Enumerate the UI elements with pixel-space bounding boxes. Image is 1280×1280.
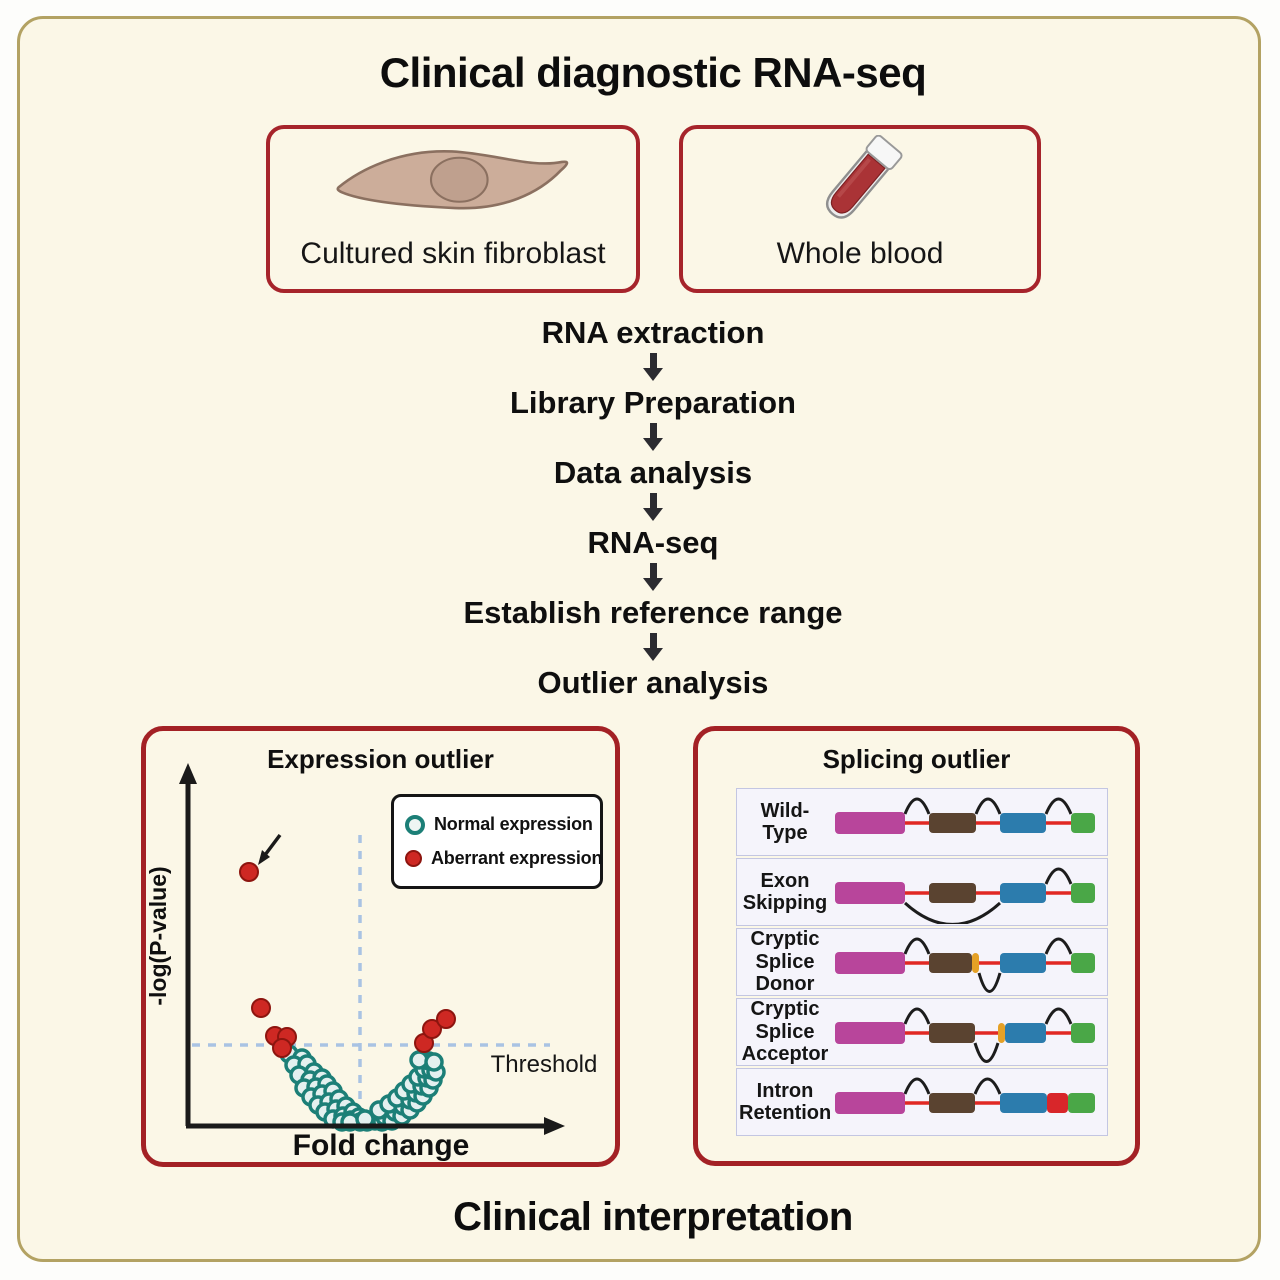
fibroblast-icon bbox=[336, 150, 569, 210]
exon-blue bbox=[1000, 883, 1046, 903]
exon-blue bbox=[1000, 953, 1046, 973]
outlier-annotation-arrow bbox=[263, 833, 282, 857]
exon-red bbox=[1047, 1093, 1068, 1113]
exon-magenta bbox=[835, 1022, 905, 1044]
gene-structure-wild-type bbox=[835, 797, 1095, 834]
exon-blue bbox=[1000, 1093, 1047, 1113]
workflow-step: RNA extraction bbox=[541, 315, 765, 350]
aberrant-point bbox=[251, 998, 271, 1018]
blood-tube-icon bbox=[825, 135, 903, 219]
legend-item: Normal expression bbox=[405, 814, 600, 835]
exon-brown bbox=[929, 1023, 975, 1043]
exon-green bbox=[1071, 953, 1095, 973]
threshold-label: Threshold bbox=[491, 1051, 598, 1078]
legend-item: Aberrant expression bbox=[405, 848, 603, 869]
exon-magenta bbox=[835, 952, 905, 974]
expression-panel-title: Expression outlier bbox=[267, 744, 494, 774]
splicing-panel-title: Splicing outlier bbox=[822, 744, 1011, 774]
workflow-step: Establish reference range bbox=[463, 595, 843, 630]
source-label: Whole blood bbox=[776, 237, 944, 270]
exon-green bbox=[1071, 883, 1095, 903]
arrow-shaft bbox=[649, 493, 657, 508]
source-box-fibroblast: Cultured skin fibroblast bbox=[266, 125, 640, 293]
page-title: Clinical diagnostic RNA-seq bbox=[379, 49, 927, 96]
source-label: Cultured skin fibroblast bbox=[300, 237, 606, 270]
arrow-head bbox=[643, 438, 663, 451]
arrow-shaft bbox=[649, 633, 657, 648]
exon-blue bbox=[1005, 1023, 1046, 1043]
down-arrow-icon bbox=[643, 353, 663, 383]
splice-row-wild-type: Wild-Type bbox=[736, 788, 1108, 856]
down-arrow-icon bbox=[643, 493, 663, 523]
down-arrow-icon bbox=[643, 633, 663, 663]
arrow-head bbox=[643, 578, 663, 591]
down-arrow-icon bbox=[643, 563, 663, 593]
x-axis-label: Fold change bbox=[293, 1129, 470, 1162]
exon-magenta bbox=[835, 882, 905, 904]
y-axis-label: -log(P-value) bbox=[146, 866, 171, 1005]
exon-green bbox=[1071, 1023, 1095, 1043]
workflow-step: Data analysis bbox=[553, 455, 753, 490]
normal-expression-points bbox=[279, 1044, 446, 1132]
aberrant-point bbox=[422, 1019, 442, 1039]
normal-point bbox=[424, 1052, 444, 1072]
exon-magenta bbox=[835, 812, 905, 834]
outlier-annotation-arrowhead bbox=[258, 850, 270, 865]
exon-orange bbox=[972, 953, 979, 973]
arrow-shaft bbox=[649, 423, 657, 438]
x-axis-arrowhead bbox=[544, 1117, 565, 1135]
gene-structure-intron-retention bbox=[835, 1077, 1095, 1114]
aberrant-point bbox=[239, 862, 259, 882]
exon-blue bbox=[1000, 813, 1046, 833]
y-axis-arrowhead bbox=[179, 763, 197, 784]
splice-row-label: Wild-Type bbox=[760, 799, 810, 844]
down-arrow-icon bbox=[643, 423, 663, 453]
legend-label: Normal expression bbox=[434, 814, 593, 834]
exon-orange bbox=[998, 1023, 1005, 1043]
aberrant-expression-points bbox=[239, 862, 456, 1058]
exon-brown bbox=[929, 813, 976, 833]
expression-outlier-panel: Expression outlier Threshold Fold change… bbox=[141, 726, 620, 1167]
workflow-step: RNA-seq bbox=[587, 525, 719, 560]
aberrant-point bbox=[272, 1038, 292, 1058]
gene-structure-cryptic-splice-donor bbox=[835, 937, 1095, 993]
aberrant-marker-icon bbox=[405, 850, 422, 867]
arrow-head bbox=[643, 648, 663, 661]
workflow-step: Outlier analysis bbox=[537, 665, 769, 700]
legend-label: Aberrant expression bbox=[431, 848, 603, 868]
gene-structure-cryptic-splice-acceptor bbox=[835, 1007, 1095, 1063]
exon-brown bbox=[929, 953, 972, 973]
exon-brown bbox=[929, 883, 976, 903]
aberrant-point bbox=[436, 1009, 456, 1029]
arrow-head bbox=[643, 368, 663, 381]
gene-structure-exon-skipping bbox=[835, 867, 1095, 924]
arrow-shaft bbox=[649, 353, 657, 368]
exon-magenta bbox=[835, 1092, 905, 1114]
volcano-plot: Threshold Fold change -log(P-value) bbox=[146, 763, 598, 1162]
exon-brown bbox=[929, 1093, 975, 1113]
source-box-whole-blood: Whole blood bbox=[679, 125, 1041, 293]
workflow-step: Library Preparation bbox=[510, 385, 796, 420]
arrow-head bbox=[643, 508, 663, 521]
figure-canvas: Clinical diagnostic RNA-seq Cultured ski… bbox=[17, 16, 1261, 1262]
exon-green bbox=[1068, 1093, 1095, 1113]
exon-green bbox=[1071, 813, 1095, 833]
normal-marker-icon bbox=[405, 814, 425, 835]
footer-title: Clinical interpretation bbox=[453, 1195, 853, 1239]
arrow-shaft bbox=[649, 563, 657, 578]
